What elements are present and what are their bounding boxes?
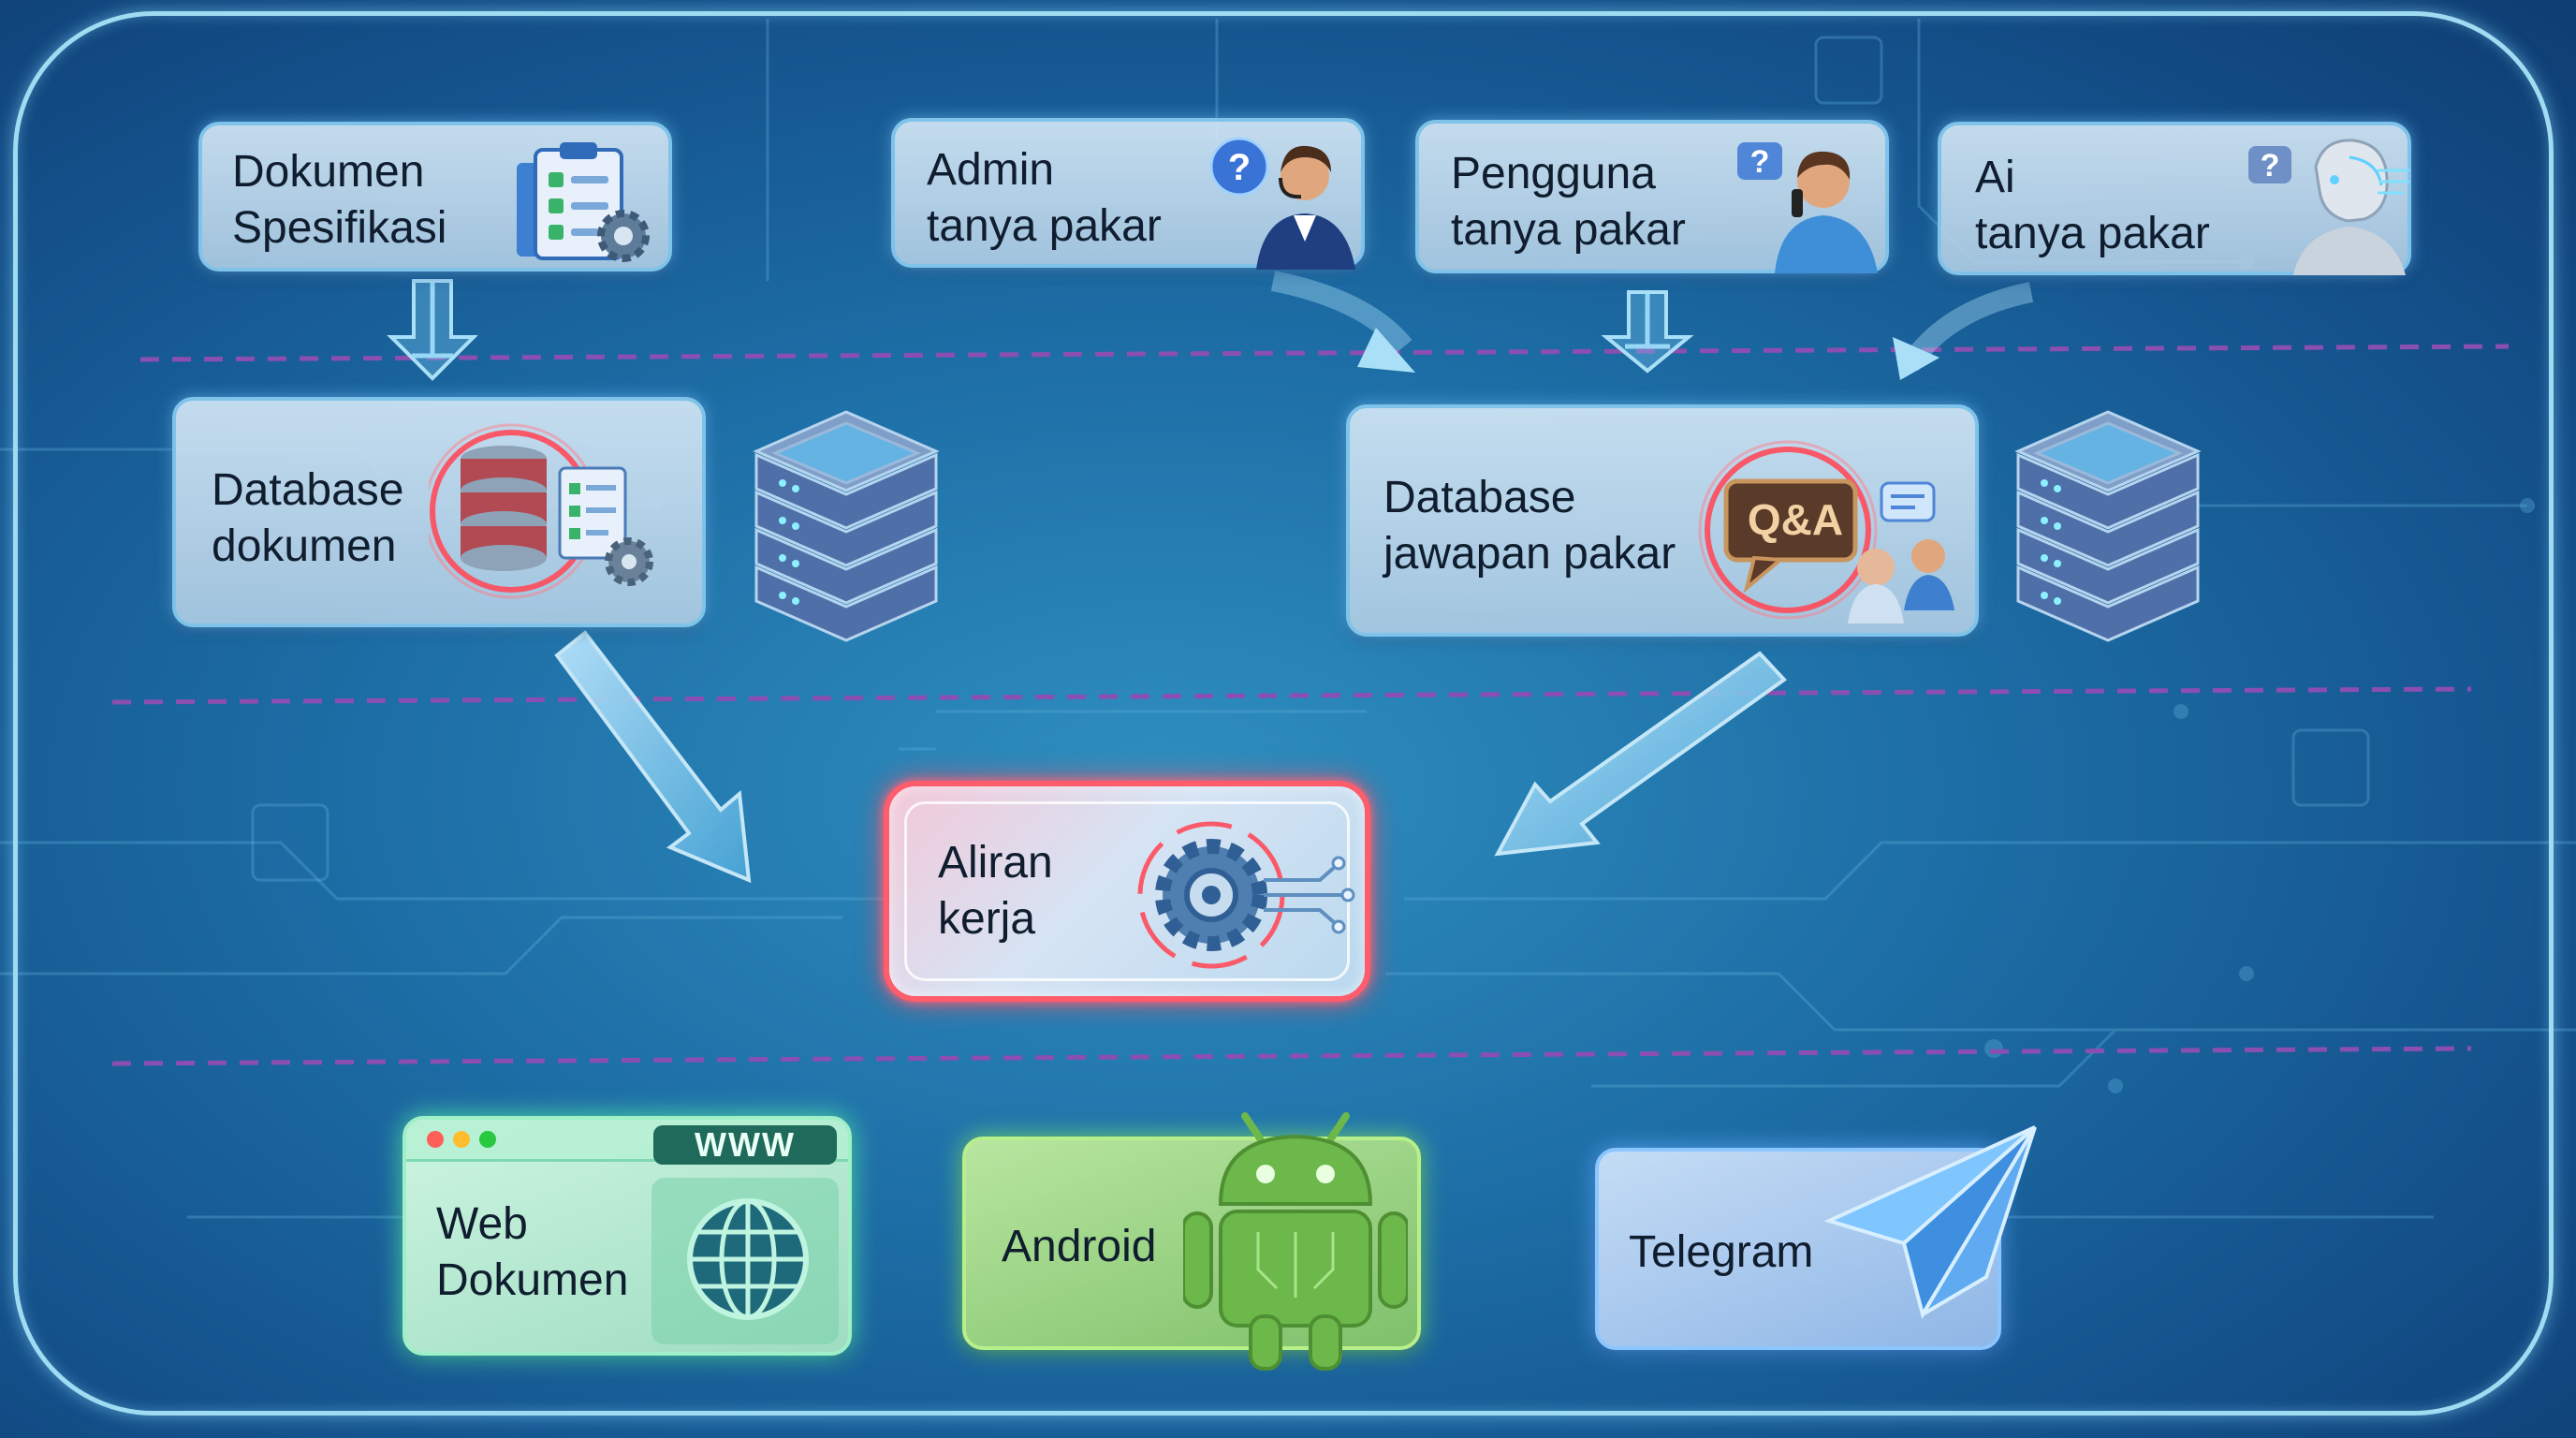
clipboard-checklist-icon — [517, 142, 650, 262]
database-icon — [429, 423, 653, 599]
qa-chat-icon — [1698, 440, 1954, 624]
robot-icon: ? — [2248, 139, 2409, 275]
browser-dot-yellow[interactable] — [453, 1131, 470, 1148]
outer-frame — [13, 11, 2554, 1416]
pengguna-line2: tanya pakar — [1451, 205, 1686, 255]
web-dokumen-line2: Dokumen — [436, 1255, 629, 1305]
admin-line1: Admin — [927, 145, 1055, 195]
dokumen-spesifikasi-card[interactable]: Dokumen Spesifikasi — [198, 122, 672, 271]
android-robot-icon — [1183, 1112, 1408, 1371]
svg-text:?: ? — [1228, 147, 1251, 188]
web-dokumen-line1: Web — [436, 1199, 528, 1249]
pengguna-tanya-pakar-card[interactable]: Pengguna tanya pakar ? — [1415, 120, 1889, 273]
globe-icon — [687, 1198, 809, 1320]
web-dokumen-card[interactable]: WWW Web Dokumen — [402, 1116, 852, 1356]
server-rack-icon-2 — [2014, 410, 2202, 642]
dokumen-spesifikasi-line2: Spesifikasi — [232, 203, 447, 253]
database-dokumen-line1: Database — [212, 465, 404, 515]
aliran-kerja-line1: Aliran — [938, 838, 1053, 888]
dokumen-spesifikasi-line1: Dokumen — [232, 147, 425, 197]
admin-line2: tanya pakar — [927, 201, 1162, 251]
database-jawapan-line1: Database — [1383, 473, 1576, 522]
database-dokumen-card[interactable]: Database dokumen — [172, 397, 706, 627]
ai-line1: Ai — [1975, 153, 2015, 202]
aliran-kerja-card[interactable]: Aliran kerja — [884, 781, 1370, 1002]
user-phone-icon: ? — [1737, 142, 1878, 273]
admin-tanya-pakar-card[interactable]: Admin tanya pakar ? — [891, 118, 1365, 270]
database-dokumen-line2: dokumen — [212, 521, 397, 571]
browser-dot-green[interactable] — [479, 1131, 496, 1148]
browser-dot-red[interactable] — [427, 1131, 444, 1148]
server-rack-icon — [753, 410, 940, 642]
www-badge: WWW — [653, 1125, 837, 1165]
gear-circuit-icon — [1137, 821, 1355, 969]
pengguna-line1: Pengguna — [1451, 149, 1656, 198]
ai-tanya-pakar-card[interactable]: Ai tanya pakar ? — [1938, 122, 2411, 275]
telegram-label: Telegram — [1629, 1227, 1814, 1277]
database-jawapan-line2: jawapan pakar — [1383, 529, 1676, 579]
aliran-kerja-line2: kerja — [938, 894, 1036, 944]
support-agent-icon: ? — [1209, 137, 1355, 270]
svg-text:?: ? — [2261, 148, 2280, 183]
android-label: Android — [1002, 1222, 1157, 1271]
paper-plane-icon — [1823, 1125, 2037, 1320]
database-jawapan-pakar-card[interactable]: Database jawapan pakar Q&A — [1346, 404, 1979, 637]
svg-text:?: ? — [1750, 144, 1770, 180]
qa-badge: Q&A — [1747, 495, 1844, 544]
ai-line2: tanya pakar — [1975, 209, 2210, 258]
